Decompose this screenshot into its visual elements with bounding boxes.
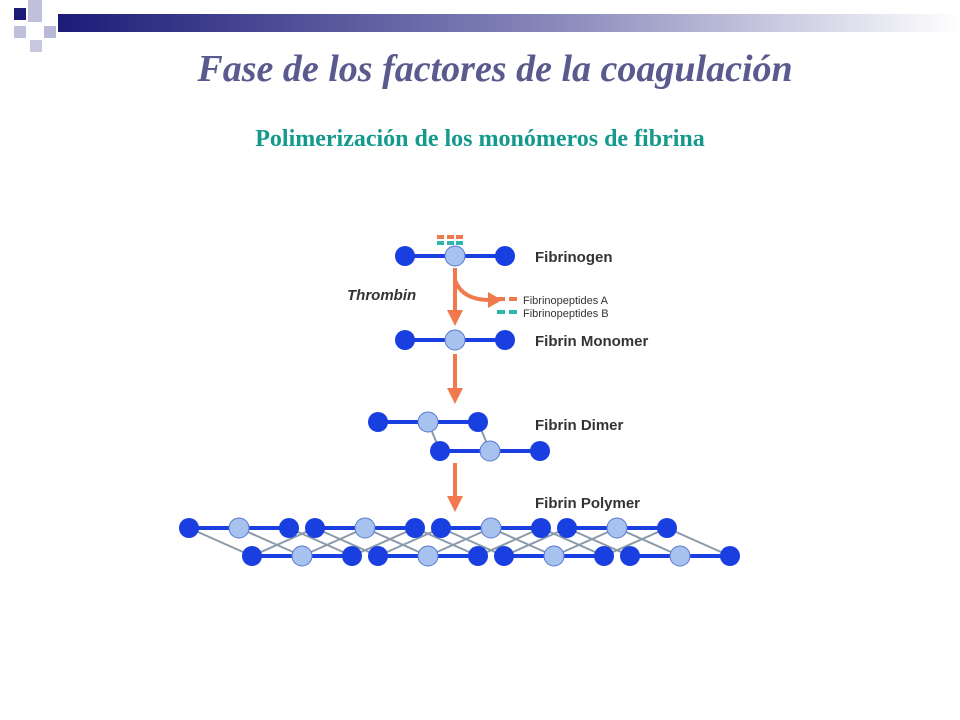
crosslink [503,527,568,557]
central-e-domain [291,545,313,567]
terminal-d-domain [431,518,451,538]
crosslink [540,527,605,557]
label-fibrin-dimer: Fibrin Dimer [535,417,624,434]
terminal-d-domain [530,441,550,461]
central-e-domain [417,545,439,567]
header-gradient-bar [58,14,960,32]
central-e-domain [480,517,502,539]
central-e-domain [354,517,376,539]
crosslink [251,527,316,557]
peptide-a-mark [447,235,454,239]
nodes-layer [179,245,740,567]
terminal-d-domain [494,546,514,566]
arrow-head [488,292,502,308]
terminal-d-domain [468,412,488,432]
peptide-b-legend [509,310,517,314]
crosslink [427,527,492,557]
terminal-d-domain [368,412,388,432]
terminal-d-domain [405,518,425,538]
label-fibrinogen: Fibrinogen [535,249,613,266]
header-square-mid [44,26,56,38]
crosslink [238,527,303,557]
arrow-head [447,388,463,404]
label-fibrinopeptides-b: Fibrinopeptides B [523,308,609,320]
crosslink [553,527,618,557]
terminal-d-domain [495,330,515,350]
peptide-a-mark [437,235,444,239]
terminal-d-domain [720,546,740,566]
central-e-domain [479,440,501,462]
terminal-d-domain [620,546,640,566]
header-square-navy [14,8,26,20]
label-thrombin: Thrombin [347,287,416,304]
peptide-b-legend [497,310,505,314]
central-e-domain [669,545,691,567]
terminal-d-domain [495,246,515,266]
crosslink [440,527,505,557]
central-e-domain [606,517,628,539]
peptide-b-mark [456,241,463,245]
crosslink [314,527,379,557]
central-e-domain [444,329,466,351]
terminal-d-domain [368,546,388,566]
peptide-a-mark [456,235,463,239]
terminal-d-domain [242,546,262,566]
terminal-d-domain [657,518,677,538]
terminal-d-domain [179,518,199,538]
terminal-d-domain [468,546,488,566]
header-square-light [14,26,26,38]
crosslinks-layer [188,421,731,557]
header-square-light [30,40,42,52]
label-fibrin-polymer: Fibrin Polymer [535,495,640,512]
label-fibrinopeptides-a: Fibrinopeptides A [523,295,609,307]
crosslink [414,527,479,557]
crosslink [351,527,416,557]
terminal-d-domain [342,546,362,566]
crosslink [616,527,681,557]
terminal-d-domain [305,518,325,538]
crosslink [288,527,353,557]
crosslink [566,527,631,557]
central-e-domain [228,517,250,539]
central-e-domain [444,245,466,267]
fibrinopeptides-marks [437,235,517,314]
crosslink [666,527,731,557]
label-fibrin-monomer: Fibrin Monomer [535,333,648,350]
terminal-d-domain [395,246,415,266]
arrows-layer [447,268,502,512]
arrow-head [447,310,463,326]
central-e-domain [417,411,439,433]
peptide-b-mark [447,241,454,245]
terminal-d-domain [557,518,577,538]
peptide-a-legend [497,297,505,301]
crosslink [301,527,366,557]
rods-layer [189,254,730,558]
terminal-d-domain [430,441,450,461]
crosslink [477,527,542,557]
crosslink [490,527,555,557]
crosslink [364,527,429,557]
slide-title: Fase de los factores de la coagulación [197,48,793,90]
peptide-b-mark [437,241,444,245]
terminal-d-domain [279,518,299,538]
peptide-a-legend [509,297,517,301]
terminal-d-domain [594,546,614,566]
arrow-branch [453,279,491,302]
crosslink [377,527,442,557]
crosslink [188,527,253,557]
arrow-head [447,496,463,512]
slide-subtitle: Polimerización de los monómeros de fibri… [255,126,705,152]
crosslink [603,527,668,557]
header-square-light [28,0,42,22]
central-e-domain [543,545,565,567]
slide-header-decoration [14,0,960,52]
terminal-d-domain [395,330,415,350]
terminal-d-domain [531,518,551,538]
